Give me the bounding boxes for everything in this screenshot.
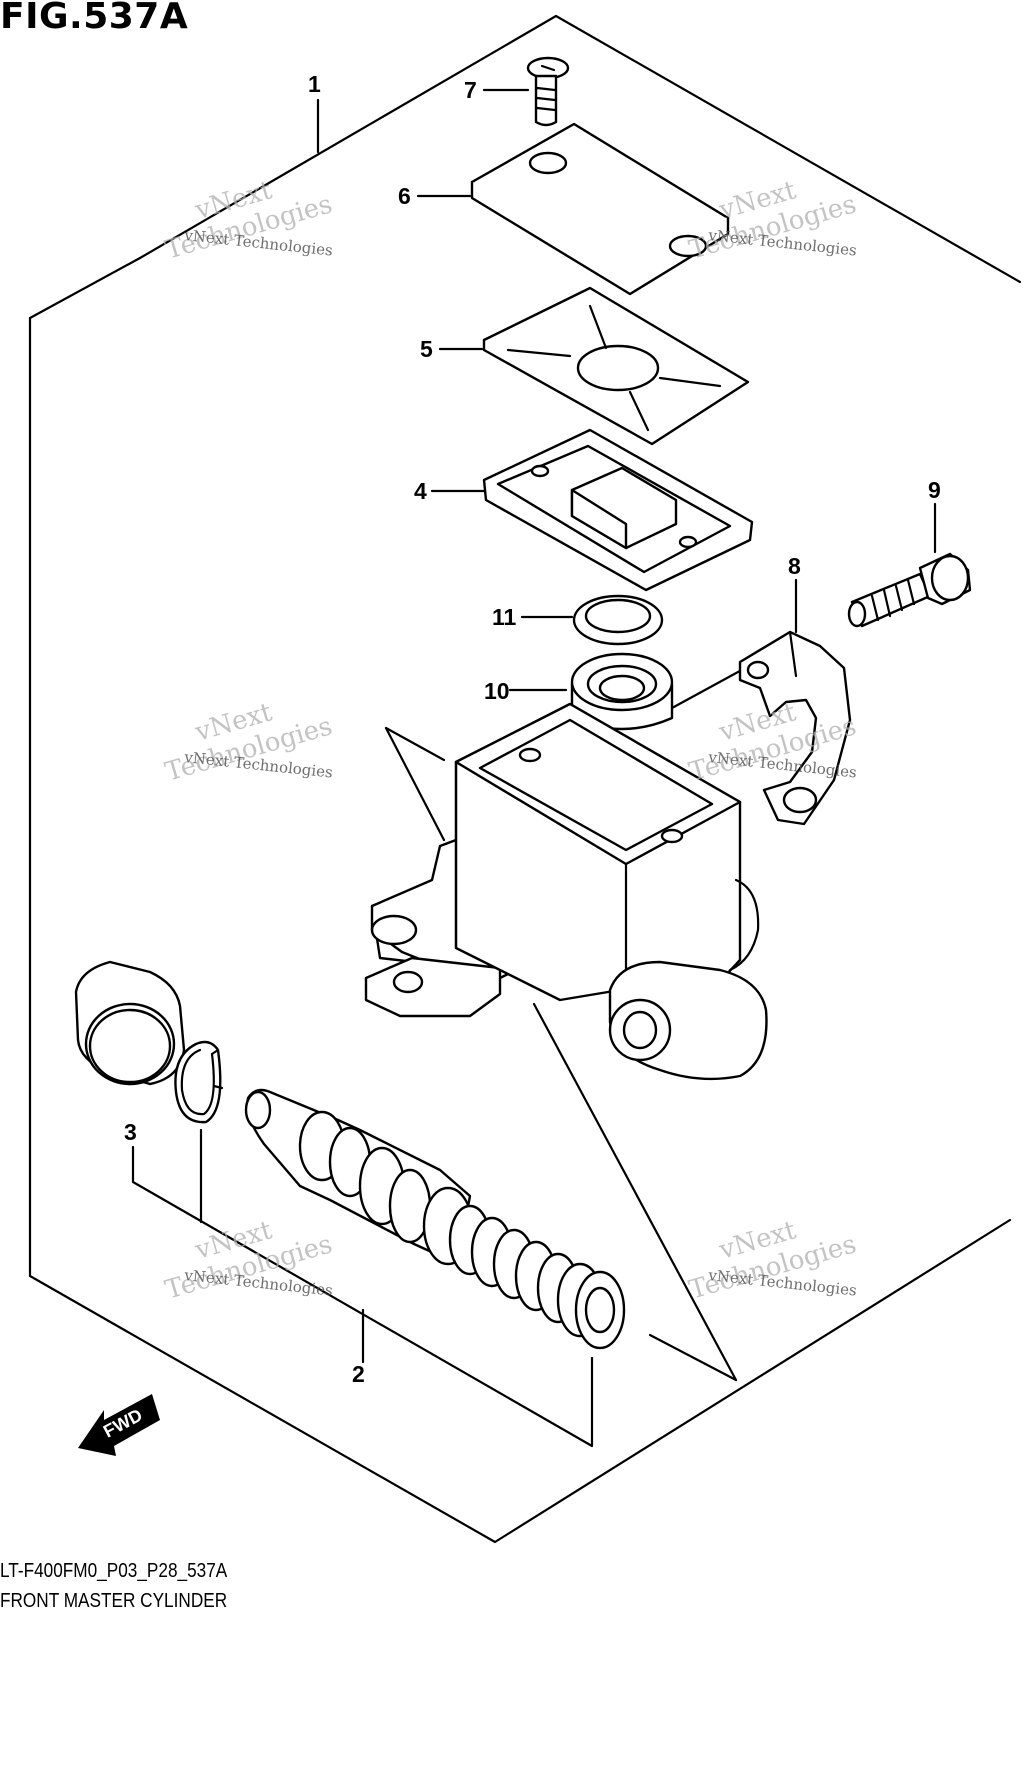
callout-9: 9 bbox=[928, 477, 941, 503]
callout-1: 1 bbox=[308, 71, 321, 97]
drawing-code: LT-F400FM0_P03_P28_537A bbox=[0, 1560, 228, 1582]
piston-boot-part bbox=[74, 960, 186, 1086]
screw-part bbox=[526, 56, 570, 127]
callout-3: 3 bbox=[124, 1119, 137, 1145]
callout-10: 10 bbox=[484, 678, 510, 704]
bolt-part bbox=[847, 552, 972, 628]
figure-title: FIG.537A bbox=[0, 0, 189, 37]
circlip-part bbox=[174, 1040, 224, 1124]
callout-7: 7 bbox=[464, 77, 477, 103]
callout-2: 2 bbox=[352, 1361, 365, 1387]
callout-4: 4 bbox=[414, 478, 427, 504]
leader-lines bbox=[131, 88, 937, 1448]
master-cylinder-body bbox=[364, 702, 768, 1081]
boot-part bbox=[570, 652, 674, 731]
reservoir-cap-part bbox=[470, 122, 730, 296]
ring-part bbox=[572, 594, 664, 646]
callout-11: 11 bbox=[492, 604, 517, 630]
assembly-outline bbox=[28, 14, 1022, 1544]
diaphragm-part bbox=[482, 428, 754, 592]
drawing-name: FRONT MASTER CYLINDER bbox=[0, 1590, 228, 1612]
piston-spring-part bbox=[244, 1088, 626, 1350]
callout-6: 6 bbox=[398, 183, 411, 209]
callout-8: 8 bbox=[788, 553, 801, 579]
callout-5: 5 bbox=[420, 336, 433, 362]
clamp-part bbox=[738, 630, 852, 826]
fwd-direction-arrow: FWD bbox=[78, 1394, 160, 1456]
diaphragm-plate-part bbox=[482, 286, 750, 446]
